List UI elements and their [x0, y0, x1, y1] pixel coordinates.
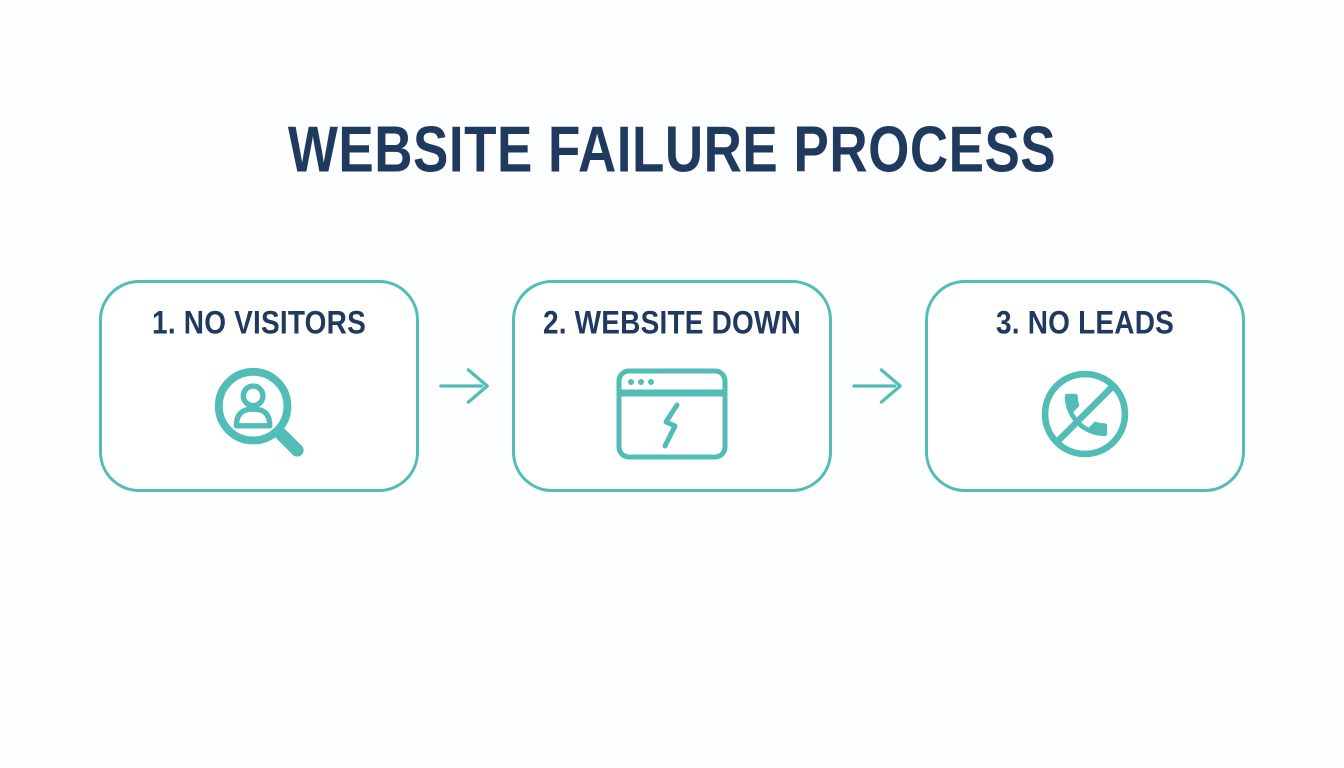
flow-connector	[419, 365, 512, 407]
flow-connector	[832, 365, 925, 407]
browser-error-icon	[616, 339, 728, 489]
step-label: 1. NO VISITORS	[152, 304, 366, 341]
step-website-down: 2. WEBSITE DOWN	[512, 280, 832, 493]
magnifier-user-icon	[208, 339, 310, 489]
process-flow: 1. NO VISITORS 2. WEBSITE DOWN	[0, 280, 1344, 493]
right-arrow-icon	[439, 365, 492, 407]
phone-blocked-icon	[1038, 339, 1132, 489]
page-title: WEBSITE FAILURE PROCESS	[287, 114, 1057, 187]
infographic-canvas: WEBSITE FAILURE PROCESS 1. NO VISITORS	[0, 115, 1344, 768]
step-no-visitors: 1. NO VISITORS	[99, 280, 419, 493]
step-label: 3. NO LEADS	[995, 304, 1174, 341]
right-arrow-icon	[852, 365, 905, 407]
step-label: 2. WEBSITE DOWN	[542, 304, 802, 341]
step-no-leads: 3. NO LEADS	[925, 280, 1245, 493]
